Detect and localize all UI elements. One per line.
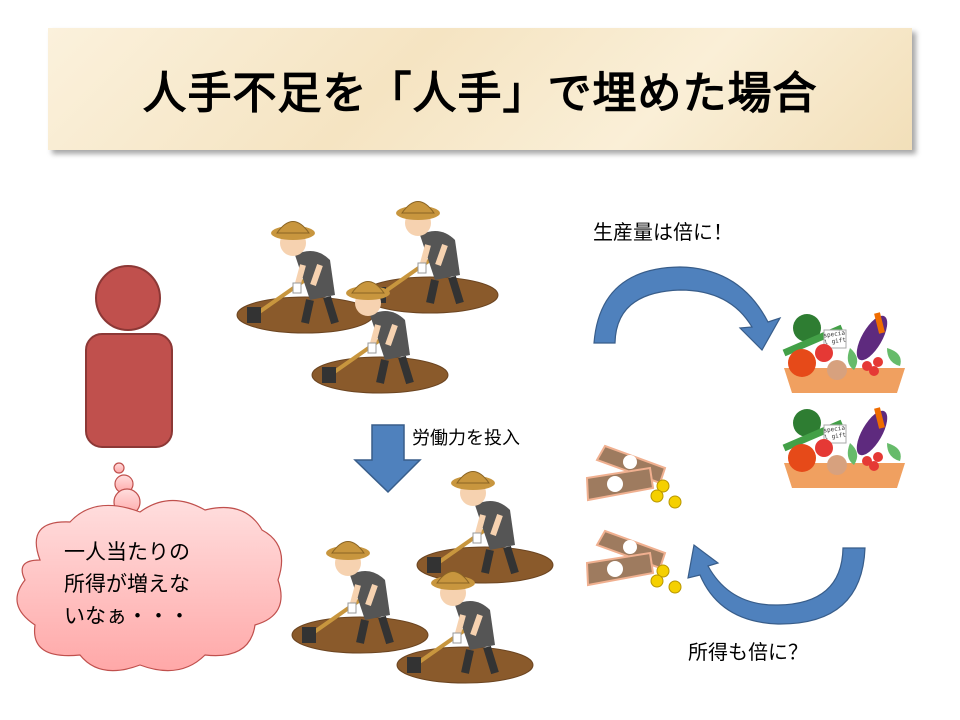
farmers-after [292,472,553,684]
money-icon [586,445,682,509]
income-doubled-label: 所得も倍に？ [688,640,808,664]
title-banner: 人手不足を「人手」で埋めた場合 [48,28,912,150]
thought-bubble-text: 一人当たりの 所得が増えな いなぁ・・・ [64,536,234,632]
thought-line: 所得が増えな [64,572,190,596]
curved-arrow-income-icon [687,543,866,625]
thought-line: 一人当たりの [64,540,190,564]
vegetable-box-icon [784,311,905,393]
money-icon [586,530,682,594]
person-icon [85,265,173,448]
vegetable-box-icon [784,406,905,488]
slide-title: 人手不足を「人手」で埋めた場合 [142,68,818,119]
thought-line: いなぁ・・・ [64,604,190,628]
vegetable-gift-tag: special gift [823,329,847,347]
farmers-before [237,202,498,394]
vegetable-gift-tag: special gift [823,424,847,442]
curved-arrow-production-icon [593,266,782,351]
down-arrow-icon [353,424,422,494]
labor-input-label: 労働力を投入 [412,428,520,449]
thought-bubble [16,462,283,672]
production-doubled-label: 生産量は倍に！ [593,220,733,244]
